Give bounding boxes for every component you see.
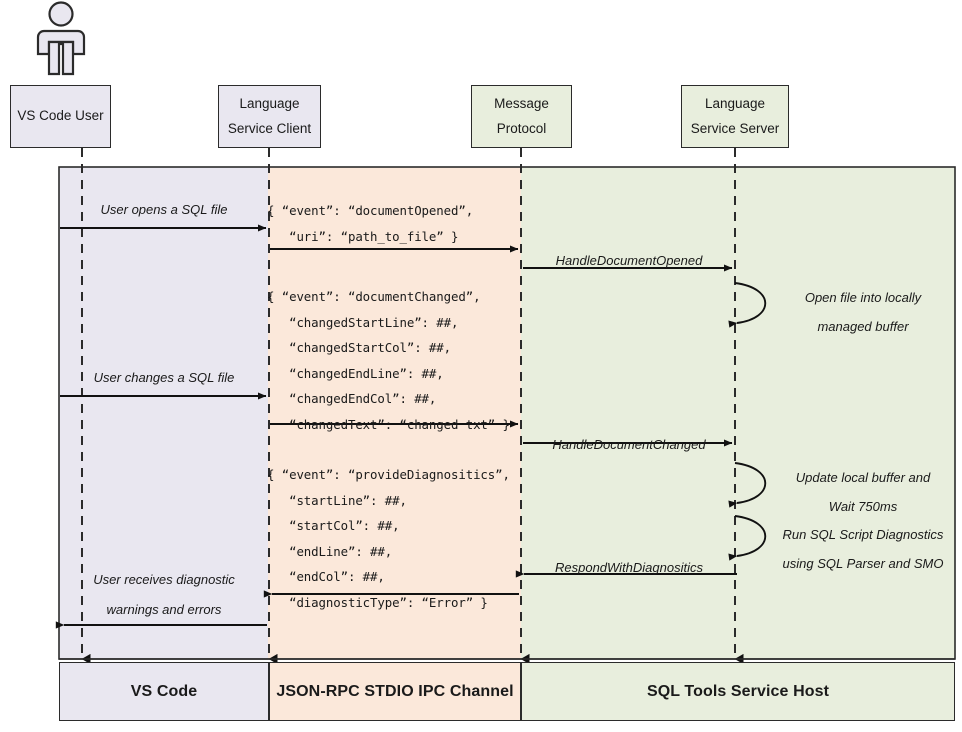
lifeline-header-server-line1: Language xyxy=(704,95,766,111)
self-note-open-file-line1: Open file into locally xyxy=(804,290,922,305)
lifeline-header-client-line2: Service Client xyxy=(227,120,312,136)
footer-sqltools[interactable]: SQL Tools Service Host xyxy=(521,662,955,721)
message-label-user-receives-line2: warnings and errors xyxy=(106,602,222,617)
lifeline-header-protocol-line1: Message xyxy=(494,95,549,111)
message-label-user-changes: User changes a SQL file xyxy=(93,370,235,385)
lifelines xyxy=(81,148,744,665)
footer-vs-code[interactable]: VS Code xyxy=(59,662,269,721)
lifeline-header-user-line1: VS Code User xyxy=(17,108,104,124)
message-label-user-opens: User opens a SQL file xyxy=(100,202,228,217)
self-note-update-buffer-line2: Wait 750ms xyxy=(828,499,898,514)
vs-code-user-actor-glyph xyxy=(36,1,86,76)
json-payload-document-changed: { “event”: “documentChanged”, “changedSt… xyxy=(267,289,510,432)
self-note-run-diagnostics-line2: using SQL Parser and SMO xyxy=(782,556,944,571)
json-payload-document-opened: { “event”: “documentOpened”, “uri”: “pat… xyxy=(267,203,474,244)
self-note-open-file-line2: managed buffer xyxy=(817,319,909,334)
message-label-user-receives-line1: User receives diagnostic xyxy=(93,572,235,587)
lifeline-header-client[interactable]: Language Service Client xyxy=(218,85,321,148)
message-label-respond-with-diagnositics: RespondWithDiagnositics xyxy=(554,560,703,575)
message-arrows xyxy=(55,224,737,629)
self-note-run-diagnostics-line1: Run SQL Script Diagnostics xyxy=(782,527,944,542)
self-note-update-buffer-line1: Update local buffer and xyxy=(795,470,931,485)
message-label-handle-document-opened: HandleDocumentOpened xyxy=(555,253,703,268)
lifeline-header-server[interactable]: Language Service Server xyxy=(681,85,789,148)
json-payload-provide-diagnositics: { “event”: “provideDiagnositics”, “start… xyxy=(267,467,510,610)
footer-jsonrpc-label: JSON-RPC STDIO IPC Channel xyxy=(276,682,514,700)
lifeline-header-client-line1: Language xyxy=(239,95,300,111)
footer-sqltools-label: SQL Tools Service Host xyxy=(646,682,830,700)
lifeline-header-server-line2: Service Server xyxy=(690,120,780,136)
lifeline-header-protocol-line2: Protocol xyxy=(496,120,547,136)
message-label-handle-document-changed: HandleDocumentChanged xyxy=(552,437,706,452)
footer-jsonrpc[interactable]: JSON-RPC STDIO IPC Channel xyxy=(269,662,521,721)
footer-vs-code-label: VS Code xyxy=(130,682,198,700)
self-call-loops xyxy=(728,282,767,561)
lifeline-header-protocol[interactable]: Message Protocol xyxy=(471,85,572,148)
lifeline-header-user[interactable]: VS Code User xyxy=(10,85,111,148)
